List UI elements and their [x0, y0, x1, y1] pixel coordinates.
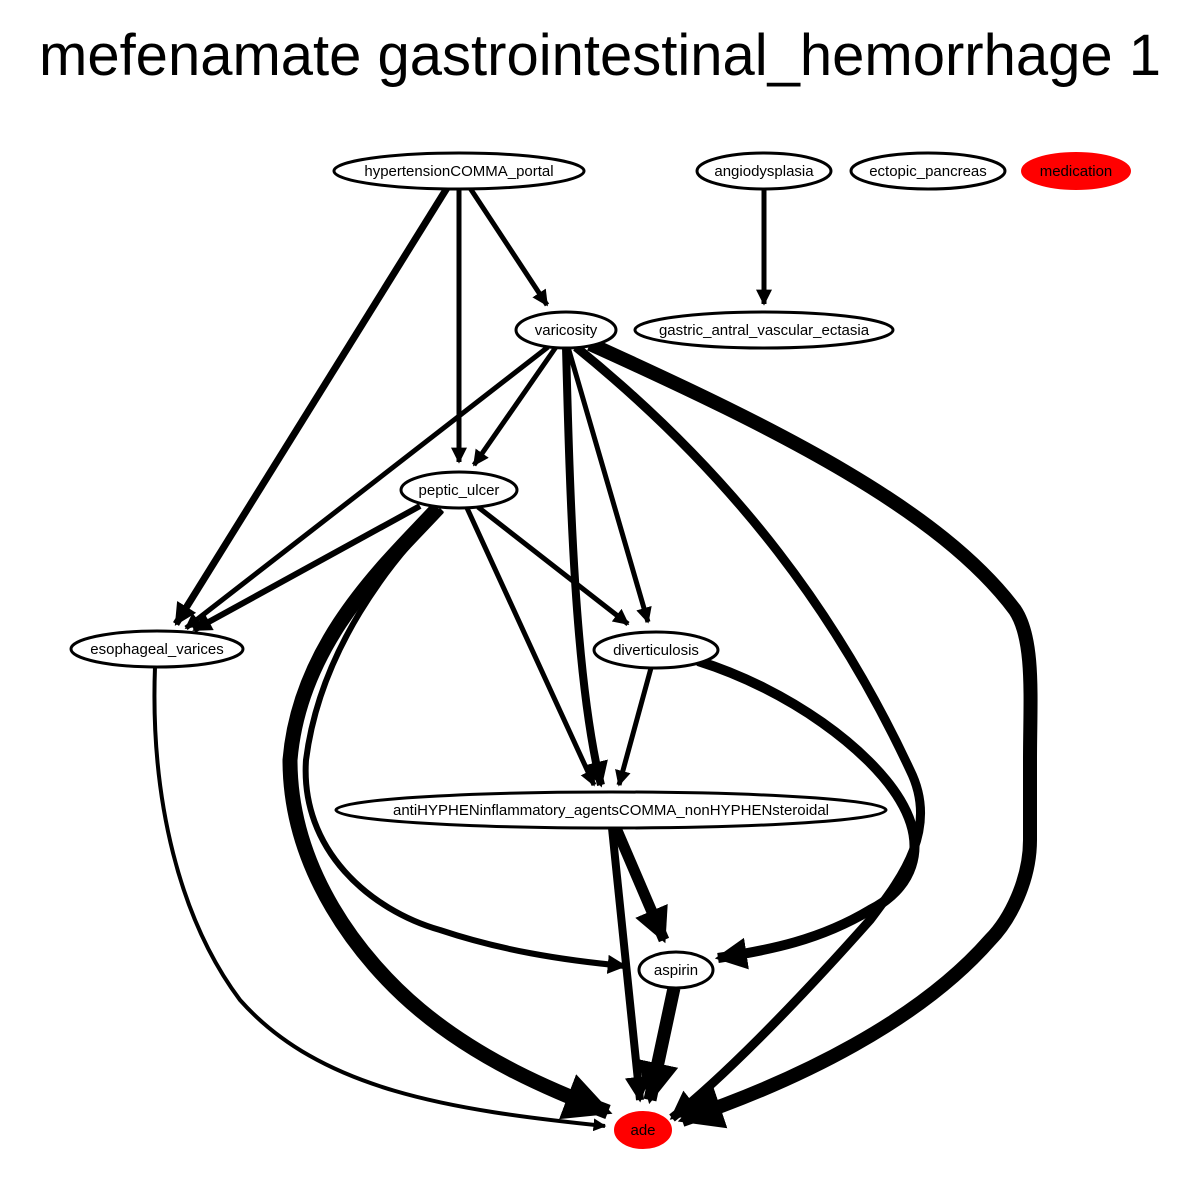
- node-label: angiodysplasia: [714, 163, 814, 180]
- node-diverticulosis: diverticulosis: [592, 630, 720, 670]
- node-label: medication: [1040, 163, 1113, 180]
- node-ectopic-pancreas: ectopic_pancreas: [849, 151, 1007, 191]
- edge-nsaids-to-aspirin: [610, 825, 670, 944]
- edge-hypertension-to-esophageal-varices: [173, 186, 450, 626]
- edge-diverticulosis-to-aspirin: [696, 656, 920, 970]
- node-label: hypertensionCOMMA_portal: [364, 163, 553, 180]
- edge-varicosity-to-nsaids: [562, 346, 608, 788]
- edge-peptic-ulcer-to-diverticulosis: [476, 505, 630, 626]
- node-label: gastric_antral_vascular_ectasia: [659, 322, 870, 339]
- edge-peptic-ulcer-to-aspirin: [302, 507, 627, 974]
- edge-varicosity-to-ade-inner: [573, 343, 925, 1122]
- edge-layer: [152, 186, 1038, 1132]
- node-ade: ade: [614, 1111, 672, 1149]
- node-label: ade: [630, 1122, 655, 1139]
- edge-nsaids-to-ade: [608, 827, 651, 1103]
- node-aspirin: aspirin: [637, 950, 715, 990]
- edge-diverticulosis-to-nsaids: [615, 667, 654, 787]
- node-angiodysplasia: angiodysplasia: [695, 151, 833, 191]
- node-layer: hypertensionCOMMA_portal angiodysplasia …: [69, 151, 1131, 1149]
- node-nsaids: antiHYPHENinflammatory_agentsCOMMA_nonHY…: [334, 790, 888, 830]
- node-label: aspirin: [654, 962, 698, 979]
- node-esophageal-varices: esophageal_varices: [69, 629, 245, 669]
- node-label: esophageal_varices: [90, 641, 223, 658]
- edge-esophageal-varices-to-ade: [152, 666, 607, 1132]
- edge-aspirin-to-ade: [637, 986, 681, 1105]
- edge-varicosity-to-diverticulosis: [565, 346, 652, 624]
- graph-title: mefenamate gastrointestinal_hemorrhage 1: [39, 23, 1161, 88]
- node-label: varicosity: [535, 322, 598, 339]
- edge-peptic-ulcer-to-ade: [282, 502, 613, 1120]
- edge-varicosity-to-esophageal-varices: [184, 345, 550, 630]
- node-gastric-antral-vascular-ectasia: gastric_antral_vascular_ectasia: [633, 310, 895, 350]
- edge-peptic-ulcer-to-nsaids: [464, 506, 597, 787]
- node-peptic-ulcer: peptic_ulcer: [399, 470, 519, 510]
- node-varicosity: varicosity: [514, 310, 618, 350]
- node-label: diverticulosis: [613, 642, 699, 659]
- node-label: peptic_ulcer: [419, 482, 500, 499]
- node-medication: medication: [1021, 152, 1131, 190]
- edge-varicosity-to-ade-outer: [587, 337, 1038, 1129]
- node-label: antiHYPHENinflammatory_agentsCOMMA_nonHY…: [393, 802, 829, 819]
- edge-hypertension-to-varicosity: [467, 186, 550, 307]
- edge-peptic-ulcer-to-esophageal-varices: [192, 503, 422, 633]
- node-hypertension-portal: hypertensionCOMMA_portal: [332, 151, 586, 191]
- node-label: ectopic_pancreas: [869, 163, 987, 180]
- edge-varicosity-to-peptic-ulcer: [471, 345, 559, 467]
